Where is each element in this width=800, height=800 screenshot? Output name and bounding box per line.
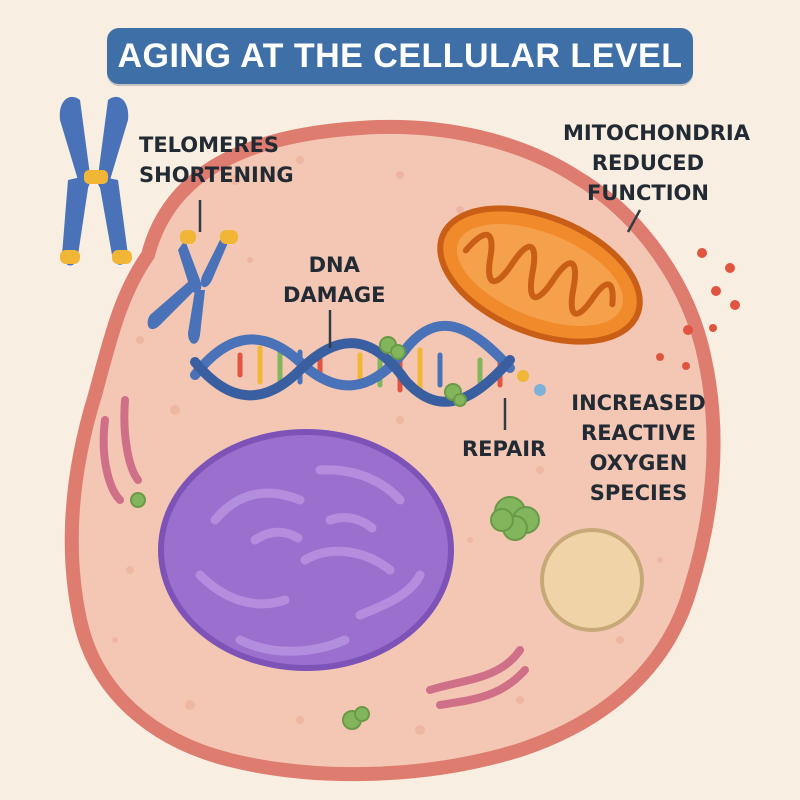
repair-protein-icon (130, 492, 540, 730)
label-dna-damage: DNA DAMAGE (283, 250, 385, 310)
label-line: INCREASED (571, 391, 706, 415)
chromosome-icon (59, 96, 132, 266)
cytoplasm-speckles (112, 156, 663, 735)
label-repair: REPAIR (462, 434, 546, 464)
label-line: SHORTENING (139, 163, 294, 187)
label-telomeres-shortening: TELOMERES SHORTENING (139, 130, 294, 190)
page-title: AGING AT THE CELLULAR LEVEL (117, 36, 683, 75)
label-line: DAMAGE (283, 283, 386, 307)
golgi-icon (99, 396, 529, 709)
label-line: DNA (308, 253, 360, 277)
label-line: SPECIES (589, 481, 688, 505)
chromosome-icon (147, 230, 238, 344)
label-line: REACTIVE (581, 421, 696, 445)
label-line: FUNCTION (587, 181, 709, 205)
dna-helix-icon (190, 320, 546, 407)
leader-lines (198, 200, 642, 430)
nucleus-icon (158, 429, 454, 671)
vacuole-icon (540, 528, 644, 632)
label-line: TELOMERES (139, 133, 280, 157)
label-line: REDUCED (591, 151, 705, 175)
label-line: REPAIR (462, 437, 547, 461)
label-line: OXYGEN (589, 451, 688, 475)
label-mitochondria-reduced-function: MITOCHONDRIA REDUCED FUNCTION (563, 118, 750, 208)
label-line: MITOCHONDRIA (563, 121, 750, 145)
title-banner: AGING AT THE CELLULAR LEVEL (107, 28, 693, 84)
mitochondrion-icon (437, 205, 643, 345)
label-increased-reactive-oxygen-species: INCREASED REACTIVE OXYGEN SPECIES (566, 388, 711, 508)
ros-particles-icon (656, 248, 740, 370)
